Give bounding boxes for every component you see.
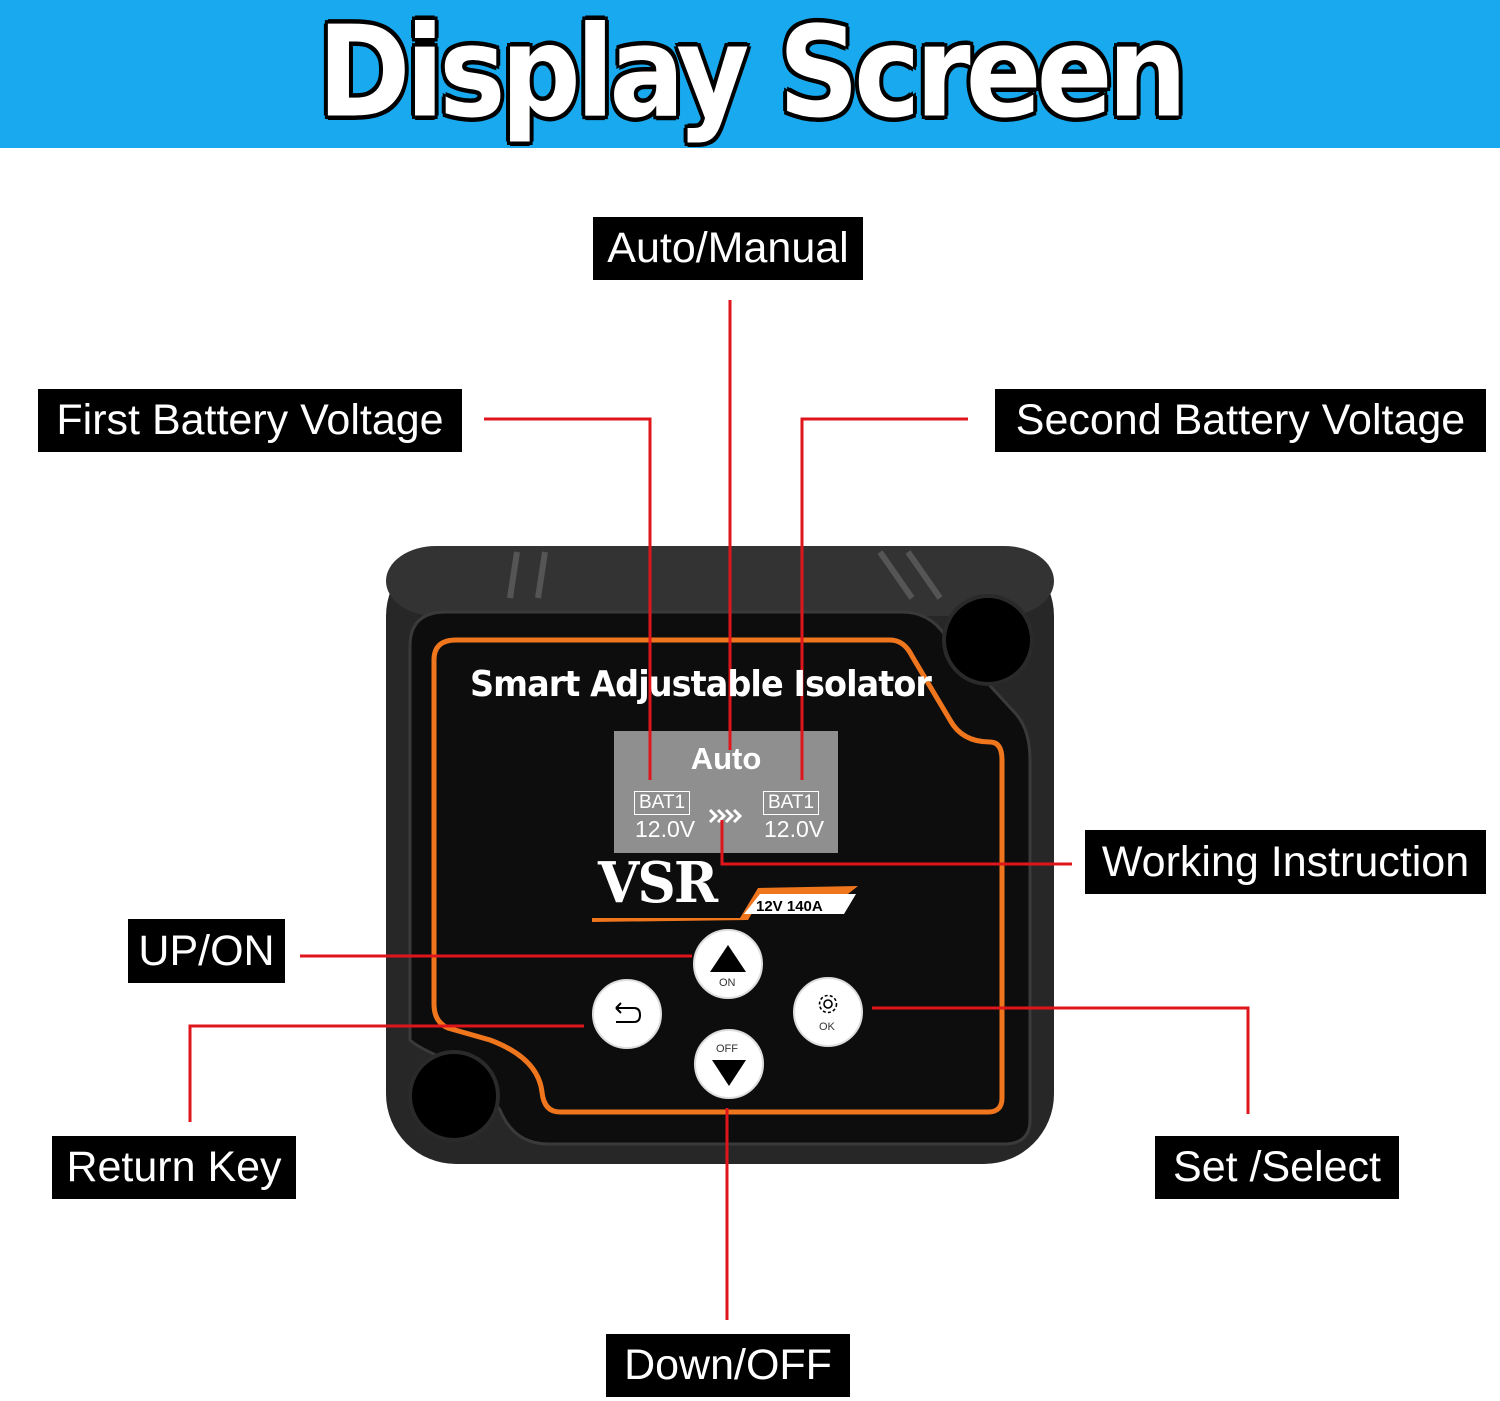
device-housing-top bbox=[386, 546, 1054, 616]
leader-set-select bbox=[872, 1006, 1250, 1114]
down-triangle-icon bbox=[712, 1060, 746, 1086]
down-button-caption: OFF bbox=[716, 1043, 738, 1055]
callout-auto-manual: Auto/Manual bbox=[593, 217, 863, 280]
brand-logo: VSR bbox=[598, 850, 718, 916]
bat1-label: BAT1 bbox=[634, 791, 691, 815]
rating-label: 12V 140A bbox=[756, 898, 823, 915]
leader-first-battery bbox=[484, 417, 652, 780]
gear-icon bbox=[818, 994, 838, 1014]
set-select-button[interactable] bbox=[793, 977, 863, 1047]
screen-mode-label: Auto bbox=[690, 741, 762, 776]
up-button-caption: ON bbox=[719, 977, 736, 989]
up-on-button[interactable] bbox=[693, 929, 763, 999]
device-title: Smart Adjustable Isolator bbox=[470, 664, 932, 705]
orange-accent-outline bbox=[431, 637, 1005, 1115]
callout-set-select: Set /Select bbox=[1155, 1136, 1399, 1199]
callout-working-instruction: Working Instruction bbox=[1085, 830, 1486, 894]
header-banner: Display Screen bbox=[0, 0, 1500, 148]
return-arrow-icon bbox=[615, 1002, 642, 1023]
screw-hole-top-right bbox=[942, 594, 1034, 686]
callout-first-battery-voltage: First Battery Voltage bbox=[38, 389, 462, 452]
leader-lines bbox=[188, 300, 1250, 1320]
ok-button-caption: OK bbox=[819, 1021, 835, 1033]
bat2-label: BAT1 bbox=[763, 791, 820, 815]
leader-return-key bbox=[188, 1024, 584, 1122]
callout-down-off: Down/OFF bbox=[606, 1334, 850, 1397]
callout-up-on: UP/ON bbox=[128, 919, 285, 983]
callout-return-key: Return Key bbox=[52, 1136, 296, 1199]
screw-hole-bottom-left bbox=[408, 1050, 500, 1142]
rating-plate bbox=[744, 894, 856, 914]
housing-ridges bbox=[507, 550, 943, 600]
bat2-voltage: 12.0V bbox=[764, 816, 825, 842]
return-key-button[interactable] bbox=[592, 979, 662, 1049]
leader-working-instruction bbox=[720, 820, 1072, 866]
leader-second-battery bbox=[800, 417, 968, 780]
down-off-button[interactable] bbox=[694, 1029, 764, 1099]
bat1-voltage: 12.0V bbox=[635, 816, 696, 842]
page-title: Display Screen bbox=[317, 0, 1188, 146]
chevrons-right-icon bbox=[708, 808, 743, 824]
up-triangle-icon bbox=[710, 945, 746, 972]
callout-second-battery-voltage: Second Battery Voltage bbox=[995, 389, 1486, 452]
